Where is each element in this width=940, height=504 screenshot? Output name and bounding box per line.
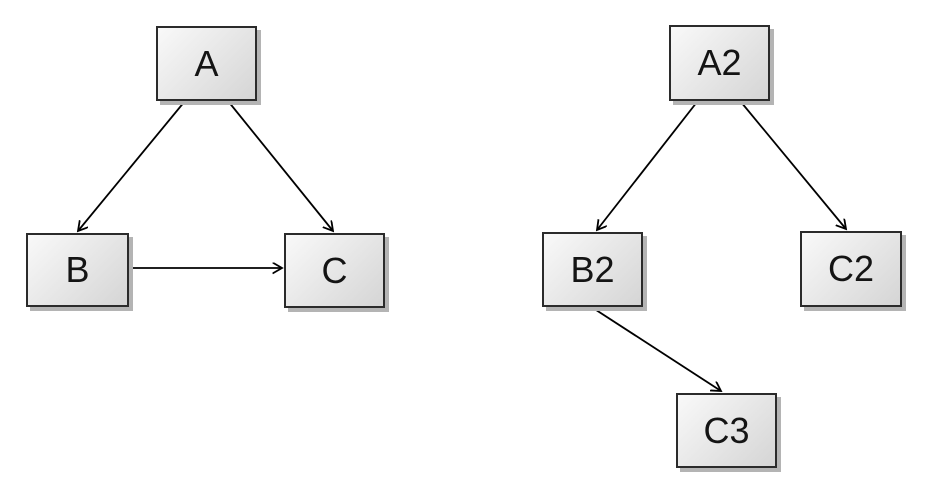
edge-A-B — [78, 100, 186, 231]
node-label-A: A — [194, 42, 219, 84]
edge-B2-C3 — [592, 307, 721, 391]
node-label-B2: B2 — [570, 248, 615, 290]
node-label-C3: C3 — [703, 409, 750, 451]
node-B: B — [26, 233, 129, 307]
edge-A2-C2 — [740, 101, 846, 229]
edge-A-C — [227, 100, 333, 231]
node-C3: C3 — [676, 393, 777, 468]
node-C2: C2 — [800, 231, 902, 307]
node-A2: A2 — [669, 25, 770, 101]
node-A: A — [156, 26, 257, 101]
edge-A2-B2 — [597, 101, 698, 230]
node-C: C — [284, 233, 385, 308]
node-label-A2: A2 — [697, 42, 742, 83]
node-label-B: B — [65, 249, 90, 290]
node-B2: B2 — [542, 232, 643, 307]
node-label-C: C — [321, 249, 348, 291]
node-label-C2: C2 — [827, 248, 875, 289]
